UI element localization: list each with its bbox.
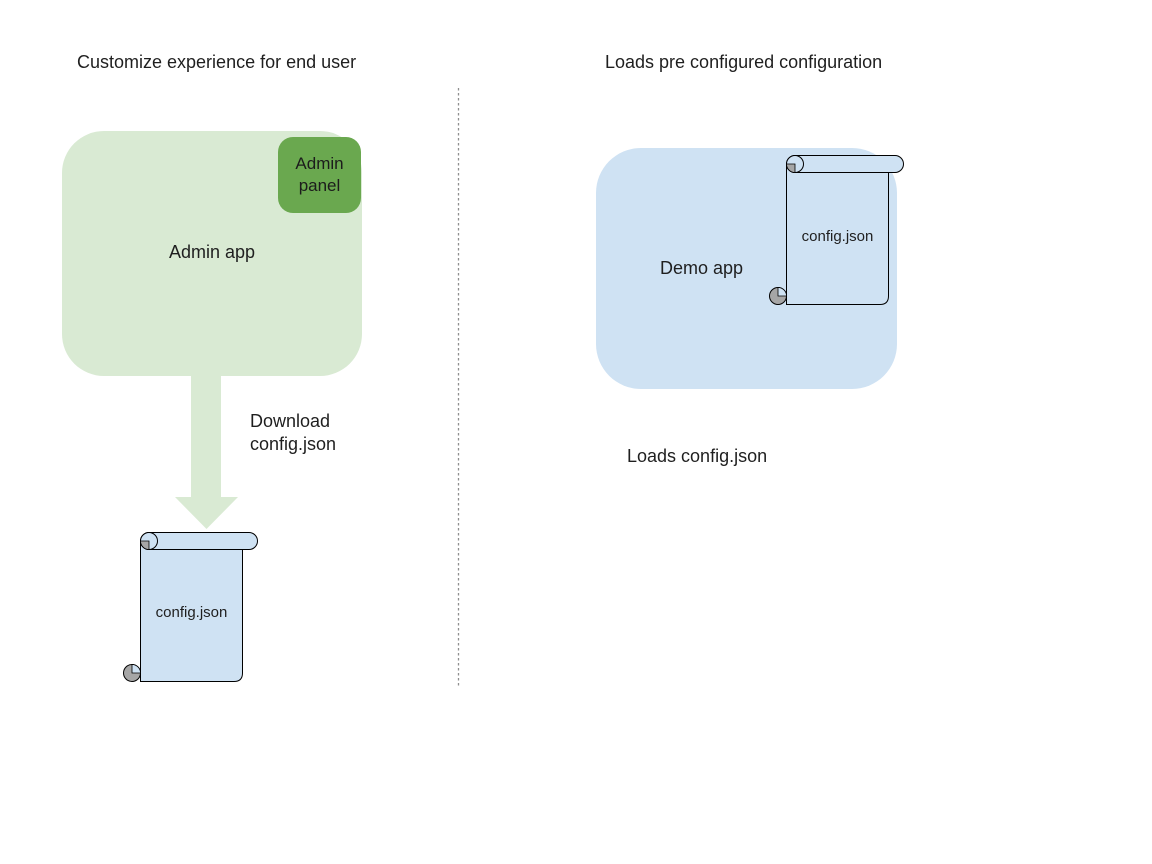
loads-config-caption: Loads config.json xyxy=(627,446,768,466)
scroll-top-roll xyxy=(140,532,258,550)
config-json-label-left: config.json xyxy=(155,604,228,621)
download-config-label-line2: config.json xyxy=(250,434,337,454)
section-divider xyxy=(457,88,460,688)
download-arrow-icon xyxy=(175,372,238,529)
admin-panel-box: Admin panel xyxy=(278,137,361,213)
scroll-bottom-curl-notch xyxy=(777,287,787,297)
admin-panel-label: Admin panel xyxy=(295,154,344,195)
config-json-label-right: config.json xyxy=(801,228,874,245)
left-section-title: Customize experience for end user xyxy=(77,52,357,72)
right-section-title: Loads pre configured configuration xyxy=(605,52,883,72)
download-config-label-line1: Download xyxy=(250,411,331,431)
download-config-label: Download config.json xyxy=(250,410,336,456)
down-arrow-shape xyxy=(175,372,238,529)
admin-app-label: Admin app xyxy=(168,242,256,262)
config-json-scroll-icon xyxy=(123,532,258,682)
scroll-body xyxy=(786,163,889,305)
scroll-top-roll xyxy=(786,155,904,173)
scroll-body xyxy=(140,540,243,682)
scroll-bottom-curl-notch xyxy=(131,664,141,674)
scroll-top-curl-shade xyxy=(140,540,150,550)
scroll-top-curl-shade xyxy=(786,163,796,173)
config-json-scroll-icon xyxy=(769,155,904,305)
demo-app-label: Demo app xyxy=(660,258,744,278)
